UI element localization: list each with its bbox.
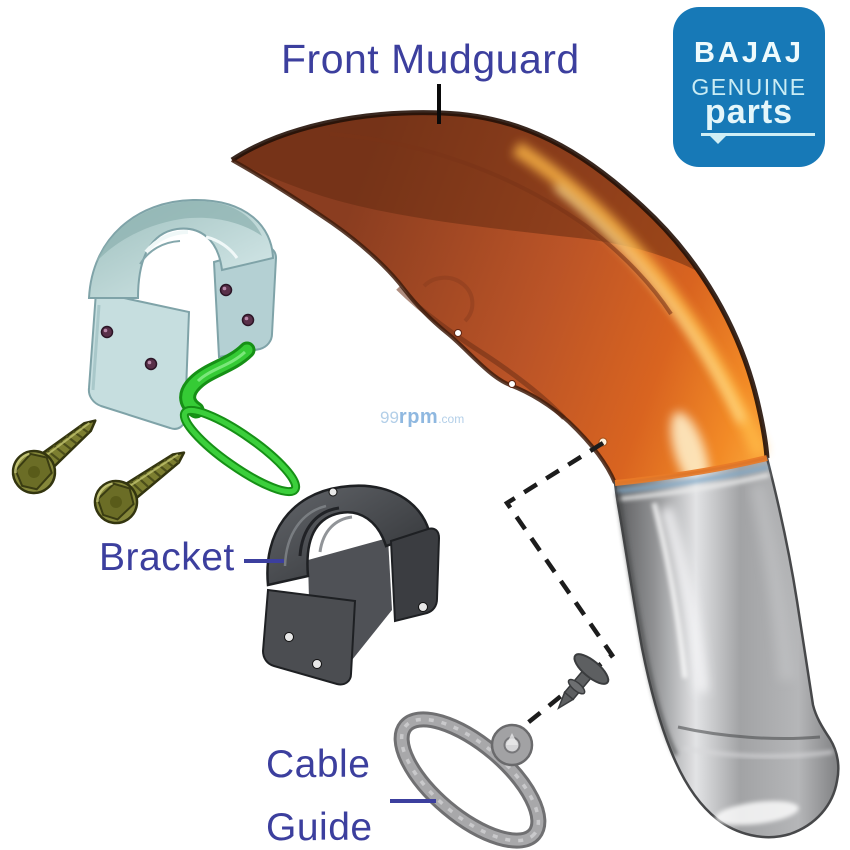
front-mudguard-part: [230, 110, 840, 839]
mounting-screw-2: [93, 451, 186, 525]
watermark-number: 99: [380, 408, 399, 427]
logo-underline: [701, 133, 815, 136]
bracket-hole: [418, 602, 428, 612]
cable-guide-label-line2: Guide: [266, 806, 373, 849]
bajaj-genuine-parts-logo: BAJAJ GENUINE parts: [673, 7, 825, 167]
mounting-screw-1: [11, 419, 97, 495]
cable-guide-label-line1: Cable: [266, 743, 371, 786]
mudguard-hole: [508, 380, 516, 388]
push-pin-part: [557, 653, 610, 710]
pointer-lines: [244, 84, 441, 803]
guide-strip-part: [179, 341, 301, 497]
clamp-rivets: [100, 283, 255, 371]
mudguard-hole: [454, 329, 462, 337]
cable-guide-part: [393, 711, 547, 849]
dashed-alignment-line: [497, 441, 616, 748]
watermark-tld: .com: [438, 412, 465, 426]
logo-brand-text: BAJAJ: [693, 37, 805, 69]
clamp-part: [87, 198, 278, 430]
bracket-hole: [328, 487, 338, 497]
bracket-hole: [312, 659, 322, 669]
front-mudguard-label: Front Mudguard: [281, 36, 580, 82]
logo-arrow-down-icon: [709, 135, 727, 144]
bracket-hole: [284, 632, 294, 642]
watermark-name: rpm: [398, 406, 439, 428]
logo-parts-text: parts: [704, 93, 794, 131]
bracket-part: [261, 484, 441, 686]
logo-genuine-text: GENUINE: [691, 74, 807, 100]
bracket-label: Bracket: [99, 536, 235, 579]
